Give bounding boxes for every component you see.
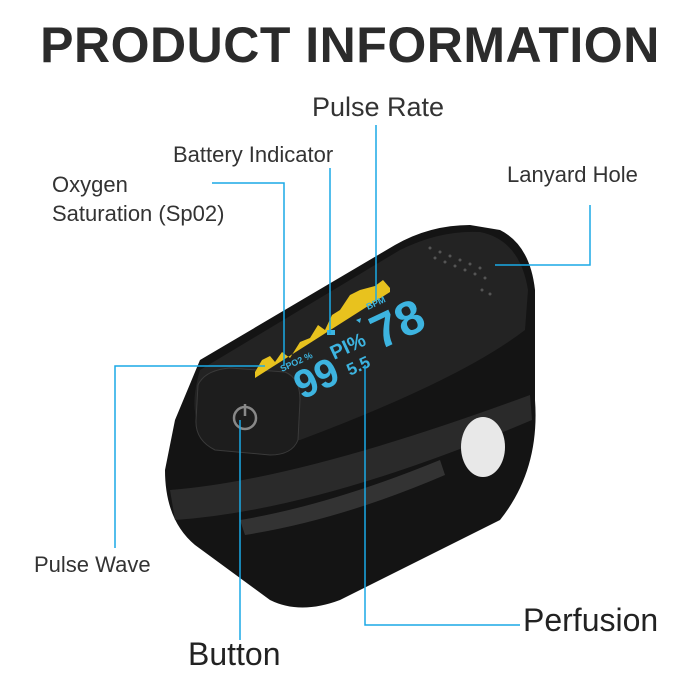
label-oxygen-line2: Saturation (Sp02) (52, 201, 225, 226)
battery-icon (327, 330, 335, 335)
power-icon (232, 404, 258, 431)
callout-lanyard (495, 205, 591, 266)
callout-lines (114, 125, 591, 640)
callout-pulse-wave (114, 365, 265, 548)
label-pulse-rate: Pulse Rate (312, 92, 445, 122)
label-oxygen-line1: Oxygen (52, 172, 128, 197)
label-button: Button (188, 636, 281, 672)
label-battery-indicator: Battery Indicator (173, 142, 334, 167)
label-pulse-wave: Pulse Wave (34, 552, 151, 577)
lanyard-hole (428, 246, 492, 296)
heart-icon (356, 318, 361, 323)
callout-oxygen (212, 182, 285, 365)
oximeter-device (165, 225, 536, 608)
callout-perfusion (364, 365, 520, 626)
label-lanyard-hole: Lanyard Hole (507, 162, 638, 187)
label-perfusion: Perfusion (523, 602, 659, 638)
page-title: PRODUCT INFORMATION (40, 17, 660, 73)
sensor-window (461, 417, 505, 477)
pulse-wave-graph (255, 280, 390, 378)
